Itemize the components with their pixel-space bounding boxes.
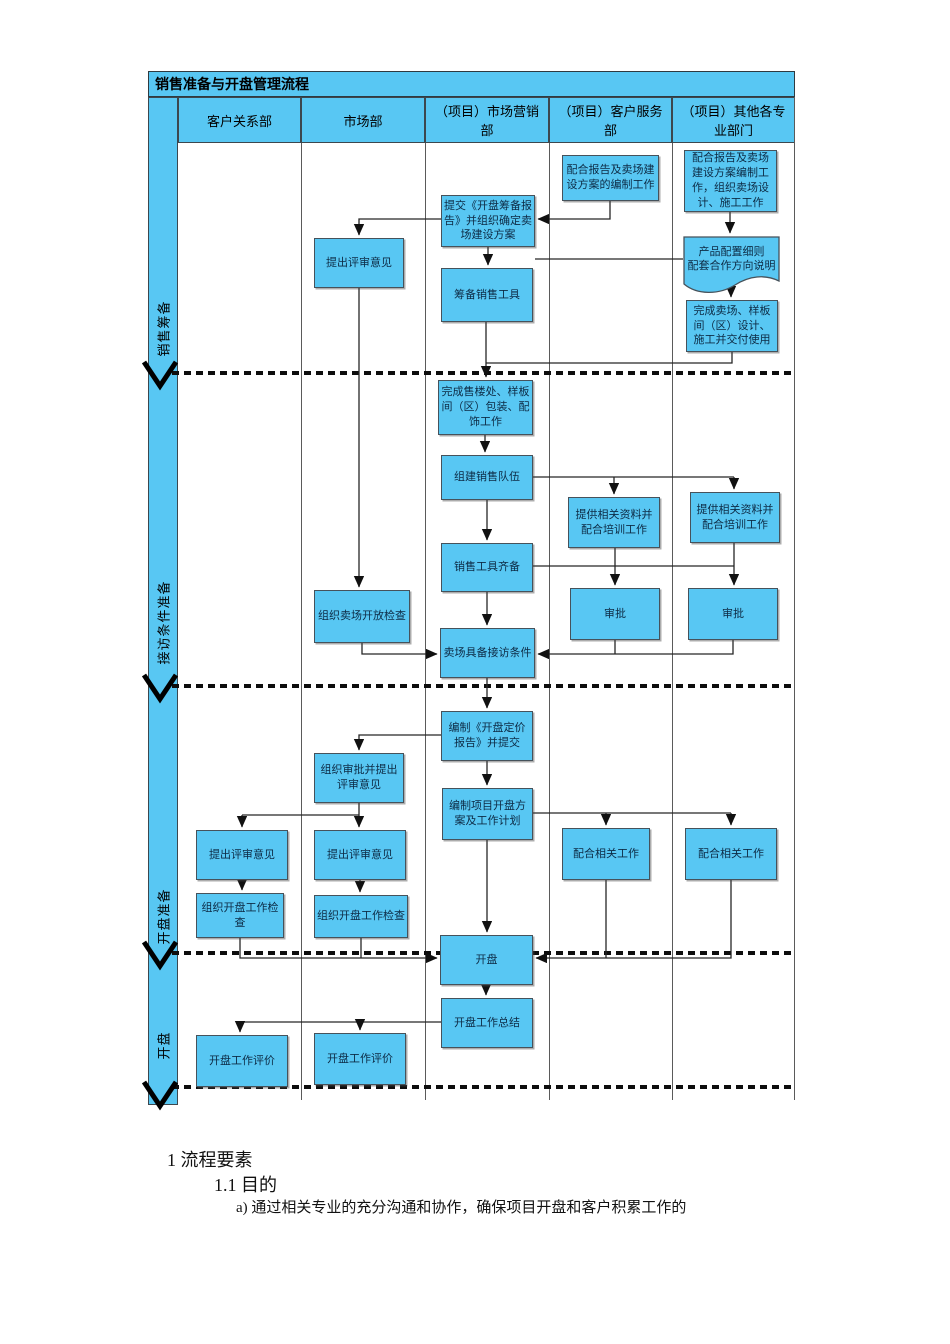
footer-paragraph-purpose-a: a) 通过相关专业的充分沟通和协作，确保项目开盘和客户积累工作的 (236, 1200, 687, 1216)
flow-node-compile-opening-plan: 编制项目开盘方案及工作计划 (442, 788, 533, 840)
footer-heading-purpose: 1.1 目的 (214, 1175, 277, 1195)
flow-node-venue-ready-for-visits: 卖场具备接访条件 (440, 628, 535, 678)
column-header-marketing: 市场部 (301, 97, 425, 143)
flow-node-assist-work-cs: 配合相关工作 (562, 828, 650, 880)
phase-label-opening-preparation: 开盘准备 (156, 887, 172, 945)
flow-node-organize-venue-open-check: 组织卖场开放检查 (314, 590, 410, 643)
flow-node-approve-cs: 审批 (570, 588, 660, 640)
column-header-project-marketing: （项目）市场营销部 (425, 97, 549, 143)
flow-node-opening-work-eval-crm: 开盘工作评价 (196, 1035, 288, 1087)
flow-node-assist-report-prep-cs: 配合报告及卖场建设方案的编制工作 (562, 155, 659, 201)
flow-node-build-sales-team: 组建销售队伍 (441, 455, 533, 500)
column-header-customer-relations: 客户关系部 (178, 97, 301, 143)
flow-node-provide-materials-training-cs: 提供相关资料并配合培训工作 (568, 497, 660, 548)
column-header-project-other-departments: （项目）其他各专业部门 (672, 97, 795, 143)
column-divider (301, 143, 302, 1100)
phase-label-opening: 开盘 (156, 1030, 172, 1060)
column-header-project-customer-service: （项目）客户服务部 (549, 97, 672, 143)
flow-node-opening: 开盘 (440, 935, 533, 985)
column-divider (425, 143, 426, 1100)
flow-node-product-config-document: 产品配置细则 配套合作方向说明 (683, 236, 780, 296)
flow-node-sales-tools-ready: 销售工具齐备 (441, 543, 533, 592)
flow-node-review-opinion-market-2: 提出评审意见 (314, 830, 406, 880)
column-divider (549, 143, 550, 1100)
flow-node-prepare-sales-tools: 筹备销售工具 (441, 268, 533, 322)
flow-node-assist-work-other: 配合相关工作 (685, 828, 777, 880)
flow-node-opening-work-summary: 开盘工作总结 (441, 998, 533, 1048)
document-shape (683, 236, 780, 294)
phase-label-visit-condition-preparation: 接访条件准备 (156, 579, 172, 665)
flow-node-compile-pricing-report: 编制《开盘定价报告》并提交 (441, 711, 533, 761)
flow-node-opening-work-check-crm: 组织开盘工作检查 (196, 893, 284, 938)
phase-band (148, 97, 178, 1105)
phase-divider-lines (172, 371, 795, 1089)
table-right-border (794, 97, 795, 1100)
column-divider (672, 143, 673, 1100)
flow-node-submit-opening-prep-report: 提交《开盘筹备报告》并组织确定卖场建设方案 (441, 195, 535, 247)
flow-node-review-opinion-market: 提出评审意见 (314, 238, 404, 288)
flow-node-organize-approval-review: 组织审批并提出评审意见 (314, 753, 404, 803)
flowchart-title: 销售准备与开盘管理流程 (148, 71, 795, 97)
flow-node-approve-other: 审批 (688, 588, 778, 640)
footer-heading-process-elements: 1 流程要素 (167, 1150, 253, 1170)
flow-node-assist-report-prep-other: 配合报告及卖场建设方案编制工作，组织卖场设计、施工工作 (684, 150, 777, 212)
flow-node-complete-venue-construction: 完成卖场、样板间（区）设计、施工并交付使用 (686, 300, 778, 352)
flow-node-opening-work-check-market: 组织开盘工作检查 (314, 895, 408, 938)
flow-node-review-opinion-crm: 提出评审意见 (196, 830, 288, 880)
flow-node-complete-salesoffice-decoration: 完成售楼处、样板间（区）包装、配饰工作 (438, 380, 533, 435)
flow-node-provide-materials-training-other: 提供相关资料并配合培训工作 (690, 492, 780, 543)
phase-label-sales-preparation: 销售筹备 (156, 299, 172, 357)
flow-node-opening-work-eval-market: 开盘工作评价 (314, 1033, 406, 1085)
phase-chevron-icons (141, 360, 179, 1111)
